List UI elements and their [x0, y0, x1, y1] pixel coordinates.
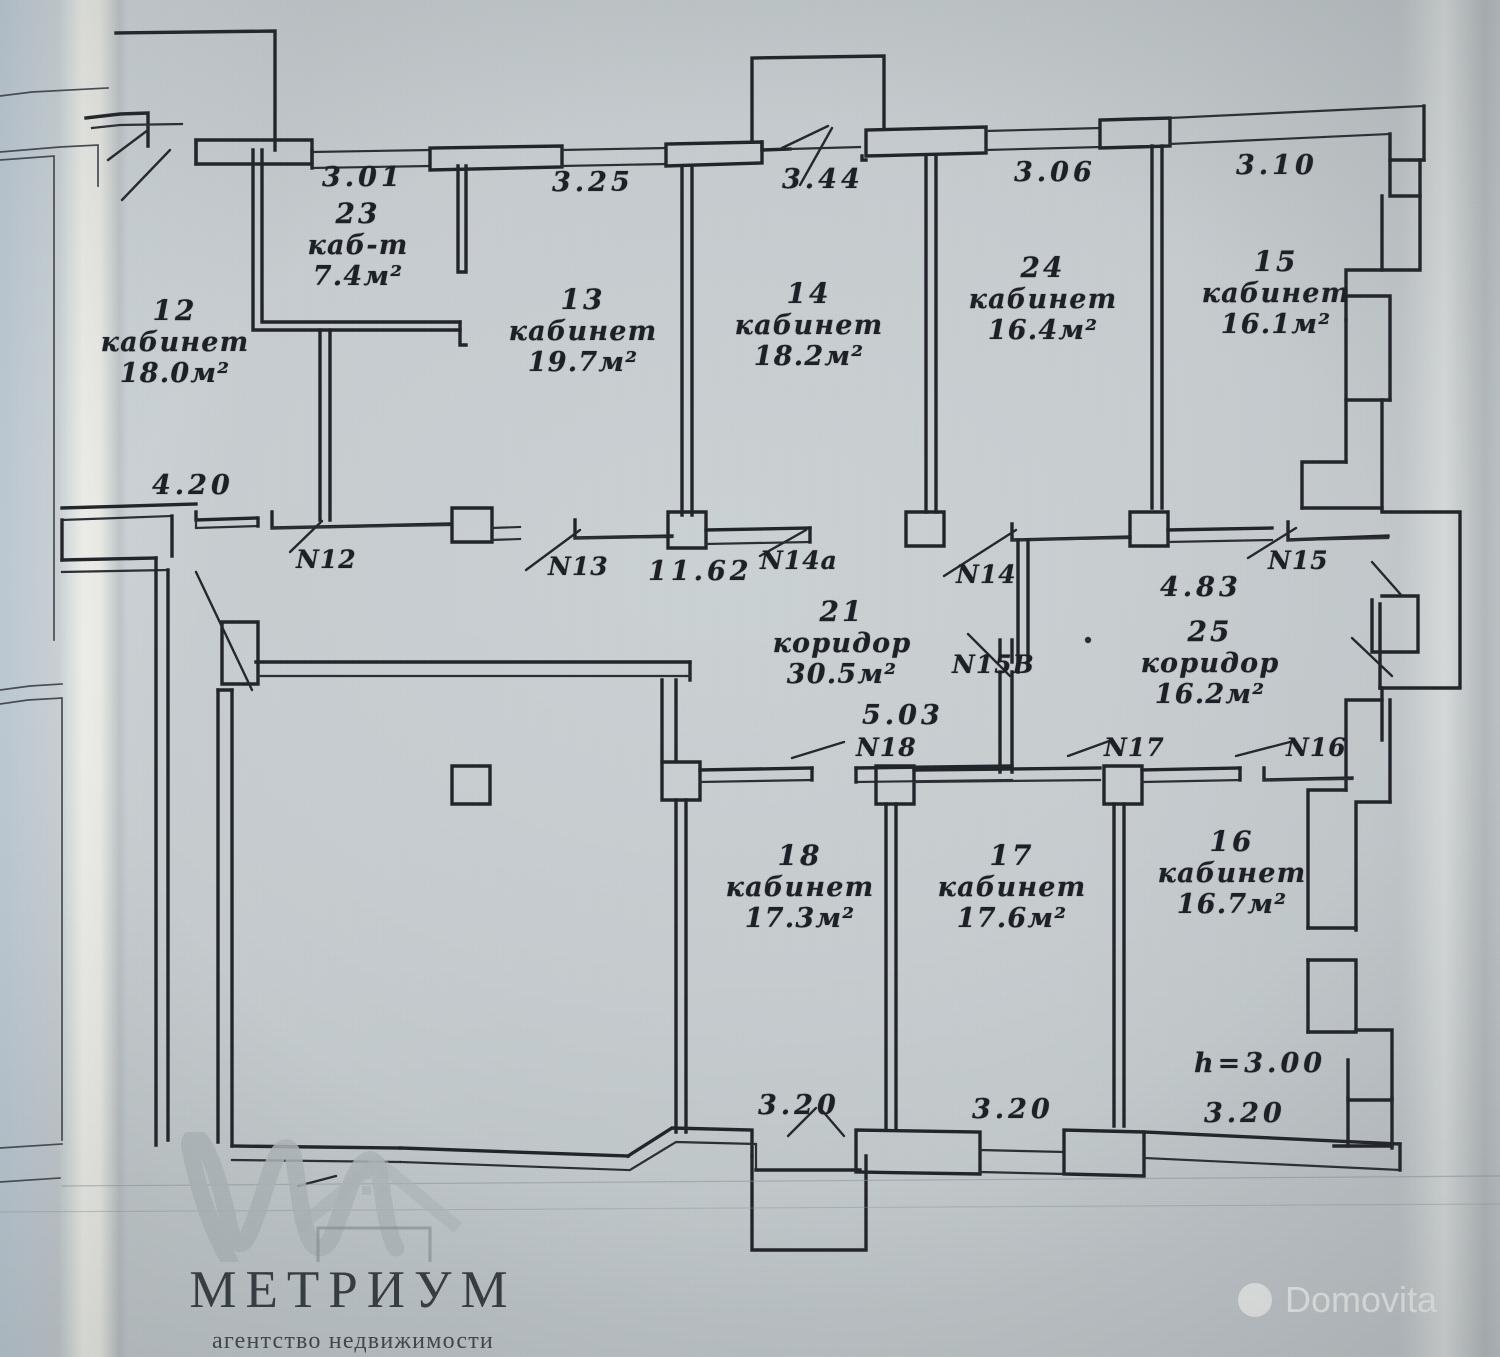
dimension-bottom-3: 3.20 [1204, 1098, 1286, 1129]
dimension-left: 4.20 [152, 470, 234, 501]
room-14-type: кабинет [734, 310, 884, 342]
room-15-type: кабинет [1201, 278, 1351, 310]
room-23-type: каб-т [307, 230, 409, 262]
room-18-type: кабинет [725, 872, 875, 904]
room-label-21: 21 коридор 30.5м² [742, 595, 942, 691]
room-label-12: 12 кабинет 18.0м² [60, 294, 290, 390]
room-16-number: 16 [1209, 825, 1255, 858]
room-21-type: коридор [772, 628, 912, 660]
room-13-type: кабинет [508, 316, 658, 348]
dimension-top-3: 3.44 [782, 164, 864, 195]
room-14-number: 14 [786, 277, 832, 310]
room-12-number: 12 [152, 294, 198, 327]
room-label-18: 18 кабинет 17.3м² [700, 839, 900, 935]
dimension-bottom-1: 3.20 [758, 1090, 840, 1121]
room-18-area: 17.3м² [744, 903, 856, 935]
room-16-area: 16.7м² [1176, 889, 1288, 921]
room-23-area: 7.4м² [312, 261, 404, 293]
room-17-number: 17 [989, 839, 1035, 872]
dimension-bottom-2: 3.20 [972, 1094, 1054, 1125]
room-label-25: 25 коридор 16.2м² [1110, 615, 1310, 711]
room-14-area: 18.2м² [753, 341, 865, 373]
door-tag-n15b: N15B [952, 650, 1035, 679]
dimension-corridor-left: 11.62 [648, 556, 753, 587]
door-tag-n12: N12 [296, 545, 357, 574]
door-tag-n16: N16 [1286, 733, 1347, 762]
room-25-type: коридор [1140, 648, 1280, 680]
room-24-area: 16.4м² [987, 315, 1099, 347]
room-21-area: 30.5м² [786, 659, 898, 691]
dimension-corridor-span: 5.03 [862, 700, 944, 731]
room-24-number: 24 [1020, 251, 1066, 284]
room-label-15: 15 кабинет 16.1м² [1176, 245, 1376, 341]
room-25-number: 25 [1187, 615, 1233, 648]
dimension-corridor-right: 4.83 [1160, 572, 1242, 603]
room-label-14: 14 кабинет 18.2м² [704, 277, 914, 373]
dimension-top-1: 3.01 [322, 162, 404, 193]
room-label-13: 13 кабинет 19.7м² [478, 283, 688, 379]
dimension-top-2: 3.25 [552, 167, 634, 198]
dimension-top-5: 3.10 [1236, 150, 1318, 181]
dimension-top-4: 3.06 [1014, 157, 1096, 188]
room-label-17: 17 кабинет 17.6м² [912, 839, 1112, 935]
room-23-number: 23 [335, 197, 381, 230]
door-tag-n17: N17 [1104, 733, 1165, 762]
door-tag-n14: N14 [956, 560, 1017, 589]
room-12-area: 18.0м² [119, 358, 231, 390]
room-12-type: кабинет [100, 327, 250, 359]
door-tag-n15: N15 [1268, 546, 1329, 575]
room-label-23: 23 каб-т 7.4м² [258, 197, 458, 293]
room-13-number: 13 [560, 283, 606, 316]
ceiling-height-label: h=3.00 [1194, 1048, 1327, 1079]
room-18-number: 18 [777, 839, 823, 872]
room-17-area: 17.6м² [956, 903, 1068, 935]
room-13-area: 19.7м² [527, 347, 639, 379]
door-tag-n13: N13 [548, 552, 609, 581]
room-25-area: 16.2м² [1154, 679, 1266, 711]
room-16-type: кабинет [1157, 858, 1307, 890]
room-15-number: 15 [1253, 245, 1299, 278]
room-15-area: 16.1м² [1220, 309, 1332, 341]
room-label-24: 24 кабинет 16.4м² [938, 251, 1148, 347]
door-tag-n14a: N14a [760, 546, 838, 575]
room-24-type: кабинет [968, 284, 1118, 316]
room-21-number: 21 [819, 595, 865, 628]
door-tag-n18: N18 [856, 733, 917, 762]
room-17-type: кабинет [937, 872, 1087, 904]
room-label-16: 16 кабинет 16.7м² [1132, 825, 1332, 921]
